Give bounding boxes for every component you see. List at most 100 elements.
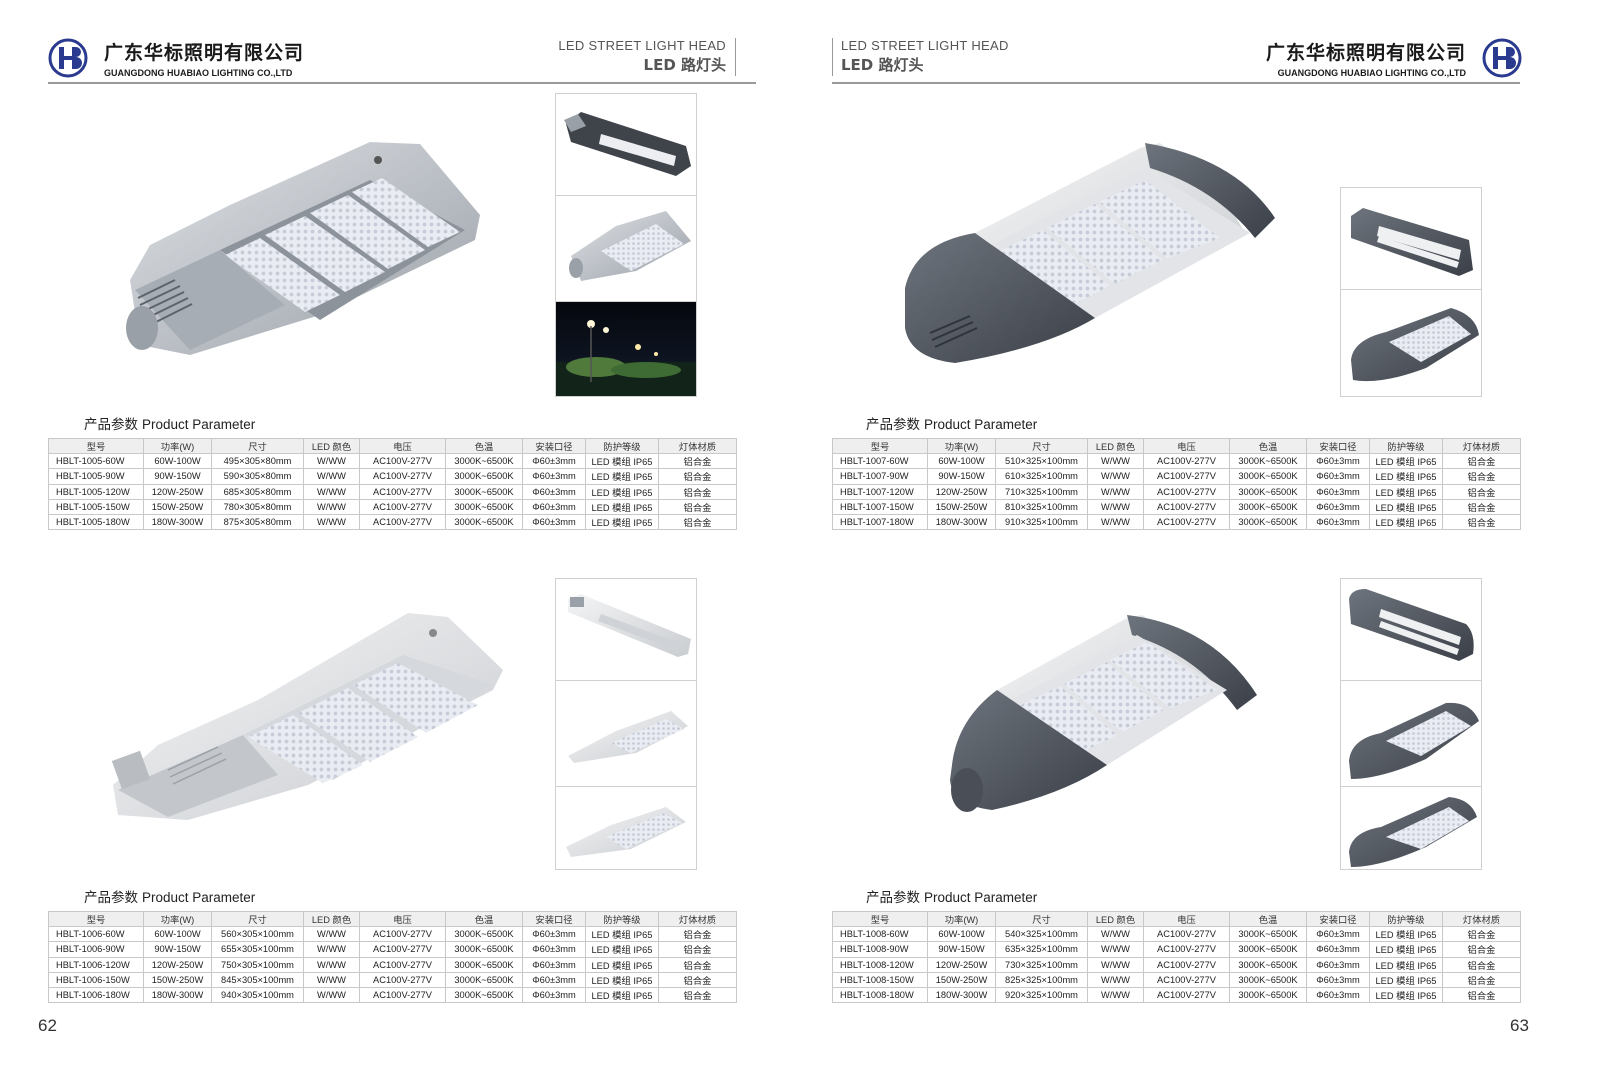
table-cell: 铝合金 bbox=[1442, 941, 1521, 958]
spec-table-1005: 型号 功率(W) 尺寸 LED 颜色 电压 色温 安装口径 防护等级 灯体材质 … bbox=[48, 437, 737, 531]
table-cell: HBLT-1006-120W bbox=[48, 956, 144, 973]
table-cell: 铝合金 bbox=[658, 498, 737, 515]
table-cell: 635×325×100mm bbox=[995, 941, 1088, 958]
table-cell: Φ60±3mm bbox=[1306, 971, 1370, 988]
table-cell: Φ60±3mm bbox=[522, 971, 586, 988]
table-cell: 845×305×100mm bbox=[211, 971, 304, 988]
table-cell: 180W-300W bbox=[927, 986, 996, 1004]
table-cell: W/WW bbox=[1087, 513, 1144, 531]
param-heading-en: Product Parameter bbox=[924, 417, 1038, 432]
table-cell: AC100V-277V bbox=[359, 941, 446, 958]
table-cell: W/WW bbox=[303, 483, 360, 500]
col-material: 灯体材质 bbox=[658, 437, 737, 455]
table-cell: Φ60±3mm bbox=[1306, 483, 1370, 500]
table-cell: 铝合金 bbox=[1442, 956, 1521, 973]
product-image-hblt-1007 bbox=[905, 143, 1275, 363]
table-cell: AC100V-277V bbox=[1143, 986, 1230, 1004]
table-cell: 940×305×100mm bbox=[211, 986, 304, 1004]
thumbnail-angle-view bbox=[1341, 290, 1481, 396]
col-model: 型号 bbox=[832, 437, 928, 455]
table-cell: AC100V-277V bbox=[1143, 468, 1230, 485]
table-cell: W/WW bbox=[1087, 941, 1144, 958]
param-heading-cn: 产品参数 bbox=[866, 890, 920, 906]
header-rule bbox=[832, 82, 1520, 84]
table-cell: 3000K~6500K bbox=[445, 513, 523, 531]
table-cell: W/WW bbox=[303, 986, 360, 1004]
table-cell: Φ60±3mm bbox=[522, 453, 586, 470]
table-cell: LED 模组 IP65 bbox=[585, 986, 659, 1004]
table-cell: HBLT-1006-60W bbox=[48, 926, 144, 943]
section-title-cn: LED 路灯头 bbox=[643, 56, 726, 74]
table-cell: 150W-250W bbox=[143, 971, 212, 988]
table-cell: 180W-300W bbox=[143, 986, 212, 1004]
table-cell: 铝合金 bbox=[1442, 483, 1521, 500]
table-cell: 铝合金 bbox=[1442, 498, 1521, 515]
table-cell: W/WW bbox=[1087, 498, 1144, 515]
table-cell: 90W-150W bbox=[927, 468, 996, 485]
col-material: 灯体材质 bbox=[1442, 437, 1521, 455]
table-cell: 铝合金 bbox=[1442, 926, 1521, 943]
thumbnail-angle-view bbox=[556, 196, 696, 302]
header-rule bbox=[48, 82, 756, 84]
table-cell: HBLT-1006-180W bbox=[48, 986, 144, 1004]
table-cell: LED 模组 IP65 bbox=[585, 941, 659, 958]
table-cell: W/WW bbox=[1087, 971, 1144, 988]
company-name-cn: 广东华标照明有限公司 bbox=[104, 42, 305, 64]
table-cell: Φ60±3mm bbox=[522, 483, 586, 500]
table-cell: 825×325×100mm bbox=[995, 971, 1088, 988]
table-cell: 60W-100W bbox=[143, 926, 212, 943]
table-cell: 910×325×100mm bbox=[995, 513, 1088, 531]
col-voltage: 电压 bbox=[359, 437, 446, 455]
section-title: LED STREET LIGHT HEAD LED 路灯头 bbox=[841, 38, 1009, 75]
table-cell: 3000K~6500K bbox=[445, 926, 523, 943]
table-cell: 610×325×100mm bbox=[995, 468, 1088, 485]
table-cell: Φ60±3mm bbox=[522, 986, 586, 1004]
col-voltage: 电压 bbox=[1143, 910, 1230, 928]
table-cell: W/WW bbox=[1087, 926, 1144, 943]
product-image-hblt-1005 bbox=[126, 142, 480, 355]
table-cell: Φ60±3mm bbox=[1306, 926, 1370, 943]
table-cell: W/WW bbox=[303, 941, 360, 958]
table-cell: HBLT-1005-120W bbox=[48, 483, 144, 500]
spec-table-1007: 型号 功率(W) 尺寸 LED 颜色 电压 色温 安装口径 防护等级 灯体材质 … bbox=[832, 437, 1521, 531]
table-cell: 铝合金 bbox=[658, 468, 737, 485]
col-cct: 色温 bbox=[445, 437, 523, 455]
table-cell: LED 模组 IP65 bbox=[585, 956, 659, 973]
table-cell: 810×325×100mm bbox=[995, 498, 1088, 515]
table-cell: 3000K~6500K bbox=[1229, 513, 1307, 531]
section-title: LED STREET LIGHT HEAD LED 路灯头 bbox=[558, 38, 726, 75]
table-cell: AC100V-277V bbox=[1143, 971, 1230, 988]
col-material: 灯体材质 bbox=[1442, 910, 1521, 928]
table-cell: LED 模组 IP65 bbox=[1369, 453, 1443, 470]
table-cell: 150W-250W bbox=[927, 971, 996, 988]
section-title-en: LED STREET LIGHT HEAD bbox=[841, 38, 1009, 53]
table-cell: Φ60±3mm bbox=[522, 926, 586, 943]
product-image-hblt-1008 bbox=[950, 615, 1257, 812]
table-cell: 铝合金 bbox=[658, 956, 737, 973]
table-cell: W/WW bbox=[303, 971, 360, 988]
col-led-color: LED 颜色 bbox=[303, 437, 360, 455]
table-cell: 150W-250W bbox=[143, 498, 212, 515]
table-cell: 3000K~6500K bbox=[1229, 971, 1307, 988]
table-cell: HBLT-1006-150W bbox=[48, 971, 144, 988]
table-cell: LED 模组 IP65 bbox=[1369, 468, 1443, 485]
title-divider bbox=[735, 38, 736, 76]
table-cell: 铝合金 bbox=[658, 483, 737, 500]
table-cell: AC100V-277V bbox=[359, 926, 446, 943]
table-cell: 495×305×80mm bbox=[211, 453, 304, 470]
table-cell: 875×305×80mm bbox=[211, 513, 304, 531]
table-cell: LED 模组 IP65 bbox=[1369, 498, 1443, 515]
thumbnail-top-view bbox=[556, 579, 696, 681]
col-material: 灯体材质 bbox=[658, 910, 737, 928]
section-title-cn: LED 路灯头 bbox=[841, 56, 924, 74]
page-number-left: 62 bbox=[38, 1016, 57, 1035]
